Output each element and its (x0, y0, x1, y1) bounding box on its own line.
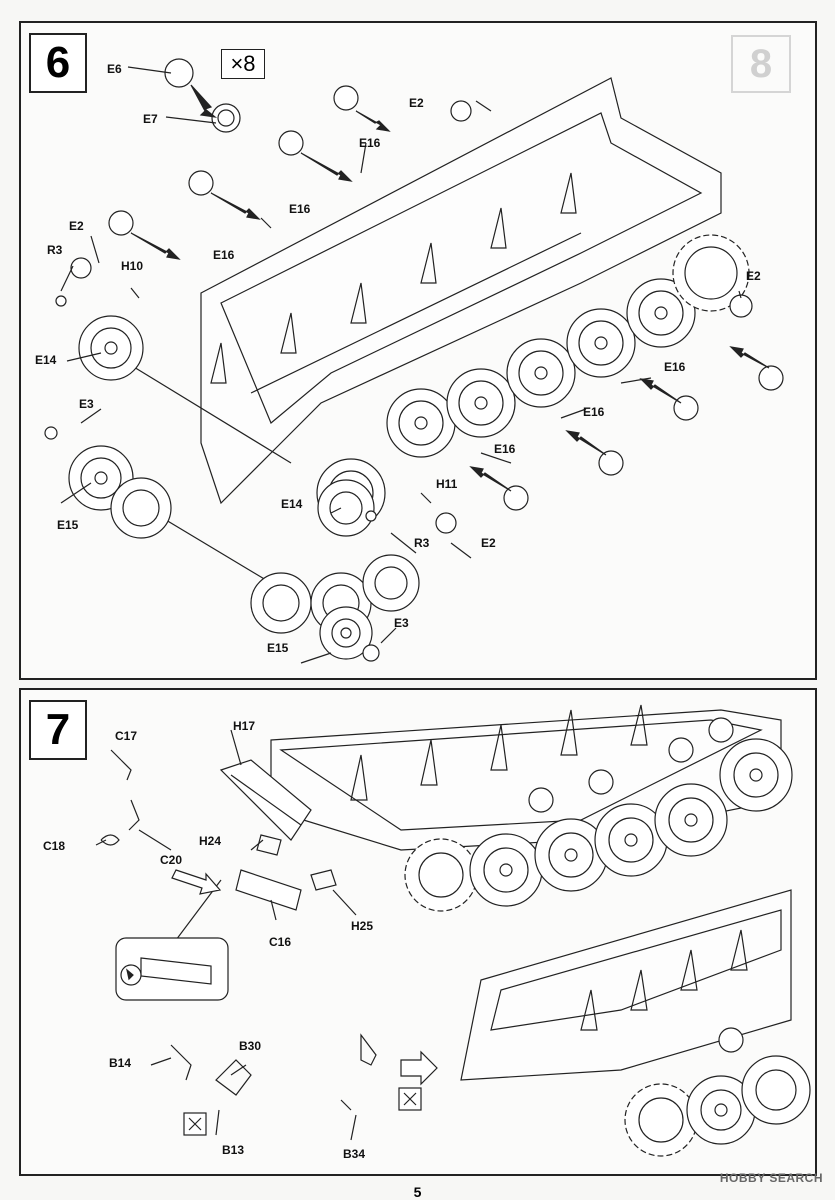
part-label-e3: E3 (394, 616, 409, 630)
quantity-multiplier: ×8 (221, 49, 265, 79)
part-label-h11: H11 (436, 477, 458, 491)
part-label-e14: E14 (35, 353, 57, 367)
part-label-e16: E16 (583, 405, 605, 419)
part-label-e2: E2 (69, 219, 84, 233)
part-label-e2: E2 (746, 269, 761, 283)
part-label-e2: E2 (409, 96, 424, 110)
part-label-e2: E2 (481, 536, 496, 550)
part-label-b30: B30 (239, 1039, 262, 1053)
part-label-c17: C17 (115, 729, 138, 743)
step-7-illustration (95, 704, 811, 1157)
part-label-h17: H17 (233, 719, 256, 733)
part-label-h25: H25 (351, 919, 374, 933)
part-label-e16: E16 (359, 136, 381, 150)
step-6-illustration (44, 58, 784, 664)
part-label-e15: E15 (267, 641, 289, 655)
part-label-c16: C16 (269, 935, 292, 949)
part-label-e7: E7 (143, 112, 158, 126)
step-number: 7 (29, 700, 87, 760)
part-label-r3: R3 (414, 536, 430, 550)
watermark: HOBBY SEARCH (719, 1171, 823, 1185)
part-label-h10: H10 (121, 259, 144, 273)
step-6-panel: 6 ×8 8 (19, 21, 817, 680)
part-label-e6: E6 (107, 62, 122, 76)
step-number: 6 (29, 33, 87, 93)
part-label-b13: B13 (222, 1143, 245, 1157)
part-label-e14: E14 (281, 497, 303, 511)
page-number: 5 (413, 1184, 422, 1200)
part-label-e15: E15 (57, 518, 79, 532)
step-7-panel: 7 (19, 688, 817, 1176)
part-label-b34: B34 (343, 1147, 366, 1161)
part-label-r3: R3 (47, 243, 63, 257)
part-label-e16: E16 (494, 442, 516, 456)
part-label-c18: C18 (43, 839, 66, 853)
part-label-e3: E3 (79, 397, 94, 411)
part-label-c20: C20 (160, 853, 183, 867)
part-label-e16: E16 (664, 360, 686, 374)
part-label-e16: E16 (289, 202, 311, 216)
bleed-through-step-number: 8 (731, 35, 791, 93)
part-label-h24: H24 (199, 834, 222, 848)
part-label-e16: E16 (213, 248, 235, 262)
part-label-b14: B14 (109, 1056, 132, 1070)
